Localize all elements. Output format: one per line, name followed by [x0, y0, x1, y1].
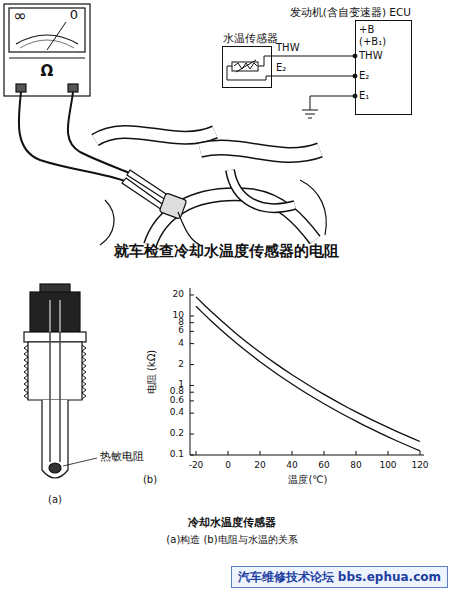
pin-name: THW [276, 42, 300, 54]
axis-tick: 100 [379, 460, 396, 471]
thermistor-symbol [227, 56, 272, 80]
axis-tick: 0.4 [170, 407, 184, 418]
box-heading: 水温传感器 [223, 32, 278, 45]
meter-mark: 0 [70, 7, 78, 23]
chart [190, 288, 424, 455]
ohmmeter [4, 4, 132, 182]
axis-tick: 20 [254, 460, 265, 471]
axis-tick: 6 [178, 325, 184, 336]
pin-name: E₂ [276, 62, 286, 74]
sensor-box: 水温传感器 [222, 46, 272, 88]
figure-caption: 冷却水温度传感器 [188, 516, 276, 529]
pin-name: E₂ [359, 70, 369, 82]
watermark-box: 汽车维修技术论坛 bbs.ephua.com [231, 566, 448, 588]
sub-label: (a) [48, 494, 62, 506]
meter-mark: ∞ [13, 6, 26, 25]
axis-tick: 0.1 [170, 449, 184, 460]
wire [272, 55, 355, 56]
pin-name: THW [359, 50, 383, 62]
figure-title: 就车检查冷却水温度传感器的电阻 [114, 242, 339, 260]
engine-hoses [95, 132, 326, 245]
axis-tick: 4 [178, 338, 184, 349]
axis-title: 电阻 (kΩ) [146, 350, 158, 394]
axis-tick: 20 [173, 289, 184, 300]
axis-tick: 0.2 [170, 428, 184, 439]
sensor-section [24, 284, 97, 478]
axis-tick: 0 [225, 460, 231, 471]
axis-title: 温度(℃) [288, 474, 327, 486]
meter-unit: Ω [41, 62, 54, 80]
probe-and-connector [122, 170, 200, 245]
wire [272, 75, 355, 76]
sub-label: (b) [143, 474, 157, 486]
axis-tick: 80 [350, 460, 361, 471]
watermark-text: 汽车维修技术论坛 bbs.ephua.com [238, 570, 441, 584]
pin-name: E₁ [359, 90, 369, 102]
ecu-ground-wire [302, 54, 357, 118]
box-heading: 发动机(含自变速器) ECU [290, 6, 411, 19]
axis-tick: 60 [318, 460, 329, 471]
pin-name: +B [359, 24, 374, 36]
axis-tick: 0.6 [170, 395, 184, 406]
axis-tick: 40 [286, 460, 297, 471]
axis-tick: 2 [178, 359, 184, 370]
sub-caption: (a)构造 (b)电阻与水温的关系 [166, 534, 297, 546]
pin-name: (+B₁) [359, 36, 386, 48]
axis-tick: 120 [411, 460, 428, 471]
part-name: 热敏电阻 [100, 450, 144, 463]
axis-tick: -20 [189, 460, 204, 471]
